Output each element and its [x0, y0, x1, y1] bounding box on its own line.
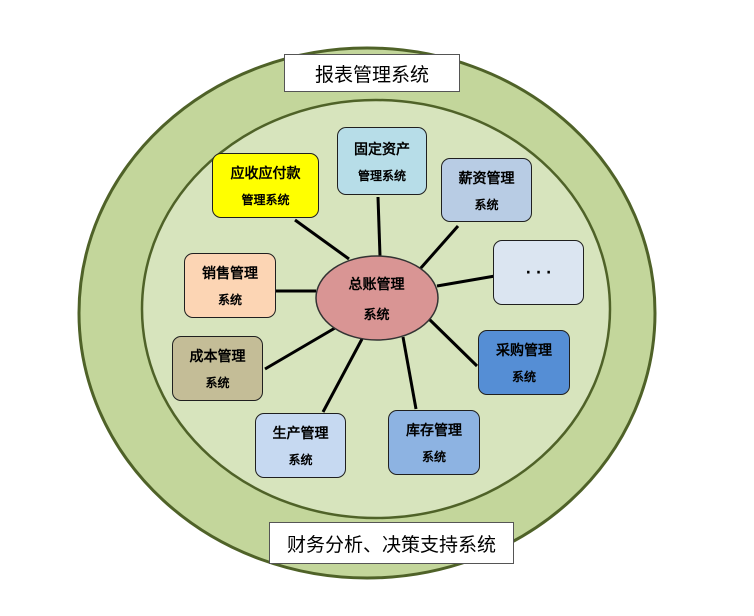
connector-line [436, 274, 496, 288]
node-title: 成本管理 [189, 349, 246, 365]
cost-node: 成本管理系统 [172, 336, 263, 401]
report-system-label: 报表管理系统 [284, 54, 460, 92]
node-subtitle: 系统 [511, 370, 536, 384]
center-ellipse [315, 255, 439, 341]
connector-line [321, 338, 364, 413]
connector-line [427, 317, 479, 368]
production-node: 生产管理系统 [255, 413, 346, 478]
node-subtitle: 管理系统 [241, 193, 290, 207]
node-title: 薪资管理 [458, 170, 515, 187]
receivables-payables-node: 应收应付款管理系统 [212, 153, 319, 218]
node-subtitle: 系统 [421, 450, 446, 464]
node-title: 应收应付款 [230, 166, 301, 182]
payroll-node: 薪资管理系统 [441, 158, 532, 222]
more-modules-node: · · · [493, 240, 584, 305]
fixed-assets-node: 固定资产管理系统 [337, 127, 427, 195]
sales-node: 销售管理系统 [184, 253, 276, 318]
node-subtitle: 系统 [288, 453, 313, 467]
connector-line [264, 326, 336, 371]
ellipsis: · · · [525, 264, 552, 281]
node-subtitle: 系统 [217, 293, 242, 307]
purchasing-node: 采购管理系统 [478, 330, 570, 395]
node-title: 销售管理 [202, 266, 258, 282]
node-subtitle: 管理系统 [357, 168, 406, 183]
connector-line [376, 196, 382, 257]
node-title: 固定资产 [354, 141, 410, 158]
node-title: 生产管理 [272, 426, 329, 442]
connector-line [294, 218, 350, 261]
general-ledger-node: 总账管理 系统 [316, 256, 437, 340]
node-subtitle: 系统 [363, 307, 390, 323]
node-subtitle: 系统 [474, 197, 499, 212]
inventory-node: 库存管理系统 [388, 410, 480, 475]
connector-line [401, 336, 418, 410]
node-title: 采购管理 [496, 343, 552, 359]
connector-line [418, 225, 460, 270]
node-title: 库存管理 [406, 423, 462, 439]
analysis-system-label: 财务分析、决策支持系统 [269, 522, 514, 564]
node-title: 总账管理 [348, 276, 405, 293]
node-subtitle: 系统 [205, 376, 230, 390]
